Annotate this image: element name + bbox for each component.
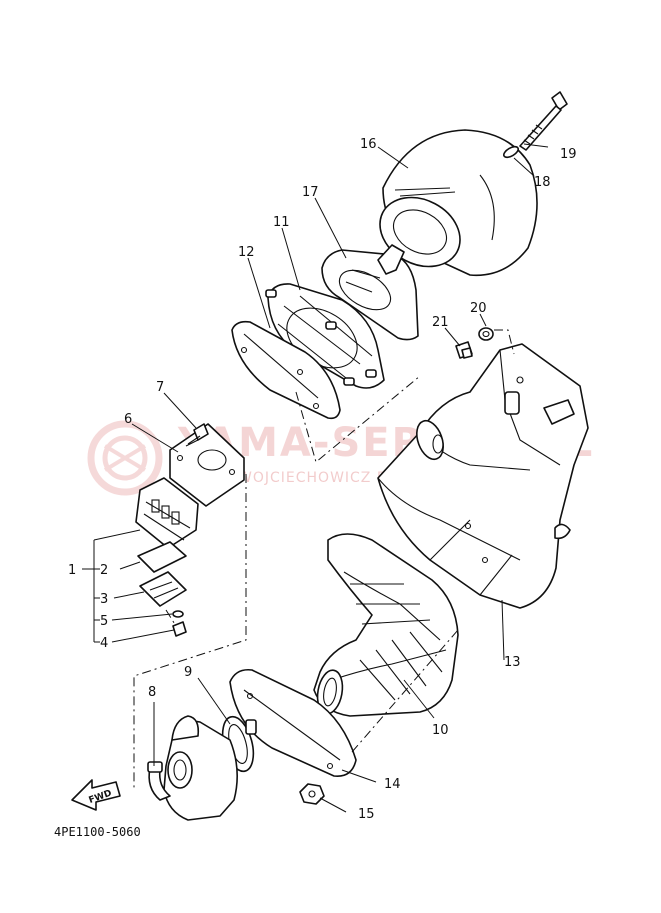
assembly-lines xyxy=(133,329,515,790)
part-18-washer xyxy=(502,145,520,159)
callout-14: 14 xyxy=(384,777,401,792)
callout-9: 9 xyxy=(184,665,192,680)
watermark-logo xyxy=(87,420,163,496)
part-17-filter-guide xyxy=(321,244,419,341)
callout-12: 12 xyxy=(238,245,255,260)
callout-18: 18 xyxy=(534,175,551,190)
part-13-air-filter-case xyxy=(377,343,589,609)
callout-19: 19 xyxy=(560,147,577,162)
callout-1: 1 xyxy=(68,563,76,578)
part-15-nut xyxy=(299,783,325,805)
part-8-clamp xyxy=(147,761,171,801)
part-7-screw xyxy=(185,423,209,447)
callout-11: 11 xyxy=(273,215,290,230)
callout-5: 5 xyxy=(100,614,108,629)
carburetor-body xyxy=(163,715,238,821)
fwd-arrow: FWD xyxy=(71,779,121,811)
callout-17: 17 xyxy=(302,185,319,200)
callout-labels: 16 17 11 12 19 18 20 21 7 6 1 2 3 5 4 8 … xyxy=(68,137,577,822)
callout-7: 7 xyxy=(156,380,164,395)
part-4-screw xyxy=(172,621,187,637)
callout-2: 2 xyxy=(100,563,108,578)
callout-21: 21 xyxy=(432,315,449,330)
leader-lines xyxy=(82,143,549,813)
callout-16: 16 xyxy=(360,137,377,152)
part-1-reed-block xyxy=(135,477,199,549)
diagram-code: 4PE1100-5060 xyxy=(54,825,141,839)
callout-3: 3 xyxy=(100,592,108,607)
callout-20: 20 xyxy=(470,301,487,316)
callout-10: 10 xyxy=(432,723,449,738)
callout-13: 13 xyxy=(504,655,521,670)
part-10-intake-joint xyxy=(313,533,459,717)
callout-8: 8 xyxy=(148,685,156,700)
callout-15: 15 xyxy=(358,807,375,822)
part-12-gasket xyxy=(231,320,341,420)
callout-4: 4 xyxy=(100,636,108,651)
part-2-reed-valve xyxy=(137,541,187,573)
part-5-washer xyxy=(172,610,184,618)
part-19-bolt xyxy=(519,91,568,151)
part-20-grommet xyxy=(478,327,494,341)
callout-6: 6 xyxy=(124,412,132,427)
part-3-reed-stopper xyxy=(139,571,187,607)
